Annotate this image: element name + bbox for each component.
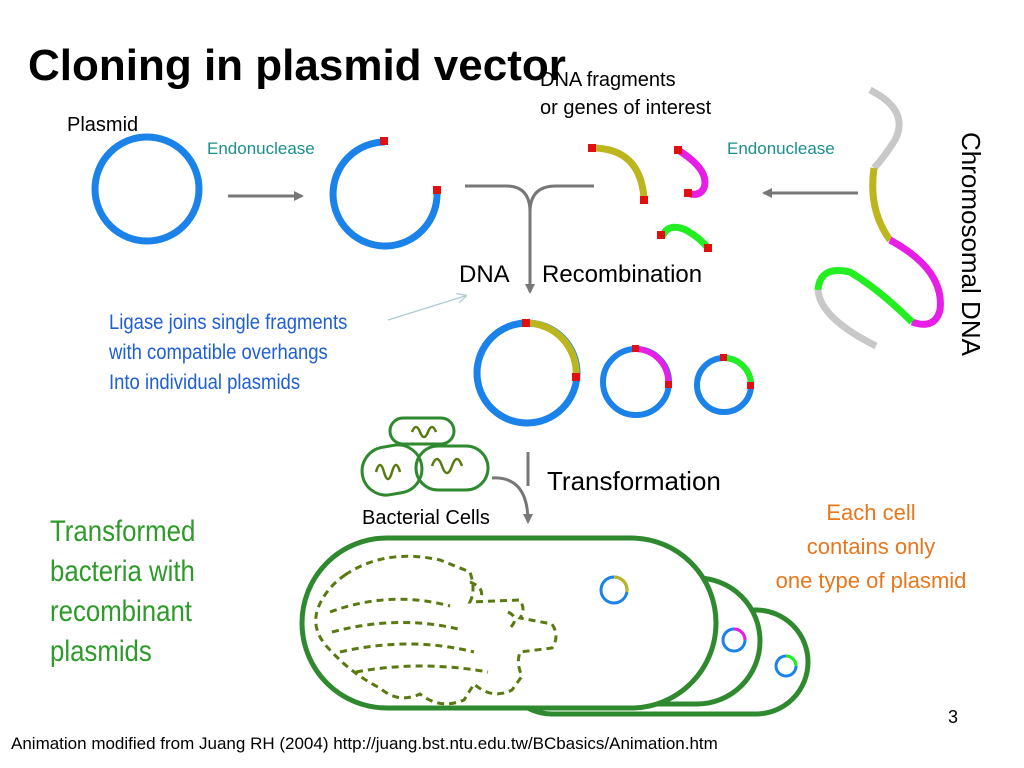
fragment-olive: [591, 144, 648, 199]
plasmid-label: Plasmid: [67, 114, 139, 136]
sticky-end: [657, 231, 665, 239]
chromosomal-dna-label: Chromosomal DNA: [956, 132, 986, 356]
each-cell-line-2: contains only: [806, 534, 936, 559]
chromosome-segment: [814, 289, 878, 350]
insert-green: [785, 654, 798, 667]
sticky-end: [588, 144, 596, 152]
sticky-end: [632, 345, 639, 352]
ligase-note-line-3: Into individual plasmids: [109, 371, 301, 394]
transformed-note-line-3: recombinant: [50, 595, 192, 628]
each-cell-note: Each cell contains only one type of plas…: [757, 496, 985, 598]
insert-olive: [526, 319, 580, 378]
insert-magenta: [733, 627, 747, 641]
fragment-magenta: [676, 147, 709, 198]
page-title: Cloning in plasmid vector: [28, 41, 566, 90]
sticky-end: [747, 382, 754, 389]
sticky-end: [522, 319, 530, 327]
transformed-note-line-2: bacteria with: [50, 555, 195, 588]
transformed-note-line-1: Transformed: [50, 515, 196, 548]
sticky-end: [704, 244, 712, 252]
each-cell-line-3: one type of plasmid: [775, 568, 967, 593]
insert-magenta: [635, 346, 672, 386]
chromosome-segment: [869, 167, 893, 243]
sticky-end: [665, 381, 672, 388]
transformation-label: Transformation: [547, 466, 721, 496]
sticky-end: [433, 186, 441, 194]
recombination-label: Recombination: [542, 261, 703, 288]
credit-line: Animation modified from Juang RH (2004) …: [11, 734, 718, 753]
endonuclease-label-right: Endonuclease: [727, 139, 835, 158]
sticky-end: [674, 146, 682, 154]
dna-fragments-line-2: or genes of interest: [540, 97, 712, 119]
ligase-note: Ligase joins single fragments with compa…: [109, 308, 380, 398]
dna-fragments-label: DNA fragments or genes of interest: [540, 66, 711, 122]
dna-label: DNA: [459, 261, 510, 288]
bacterial-cell-front: [299, 535, 719, 711]
transformed-note-line-4: plasmids: [50, 635, 152, 668]
sticky-end: [720, 354, 727, 361]
sticky-end: [572, 373, 580, 381]
ligase-note-line-1: Ligase joins single fragments: [109, 311, 348, 334]
insert-olive: [613, 575, 629, 593]
transformed-bacteria-note: Transformed bacteria with recombinant pl…: [50, 512, 219, 672]
ligase-pointer: [387, 296, 465, 321]
transformation-arrow-curve: [491, 476, 533, 524]
dna-fragments-line-1: DNA fragments: [540, 69, 676, 91]
sticky-end: [640, 196, 648, 204]
sticky-end: [380, 137, 388, 145]
chromosome-segment: [814, 267, 915, 325]
endonuclease-label-left: Endonuclease: [207, 139, 315, 158]
chromosome-segment: [888, 236, 944, 328]
sticky-end: [684, 189, 692, 197]
page-number: 3: [948, 707, 959, 727]
bacterial-cells-label: Bacterial Cells: [362, 507, 490, 529]
nucleoid: [314, 554, 558, 706]
fragment-green: [658, 223, 711, 251]
each-cell-line-1: Each cell: [826, 500, 916, 525]
chromosome-segment: [868, 86, 903, 171]
bacterial-cells-icon: [360, 416, 490, 497]
merge-arrow-right: [528, 184, 594, 213]
cut-plasmid: [329, 138, 441, 250]
insert-green: [723, 355, 754, 387]
plasmid-circle: [91, 133, 203, 245]
ligase-note-line-2: with compatible overhangs: [109, 341, 328, 364]
